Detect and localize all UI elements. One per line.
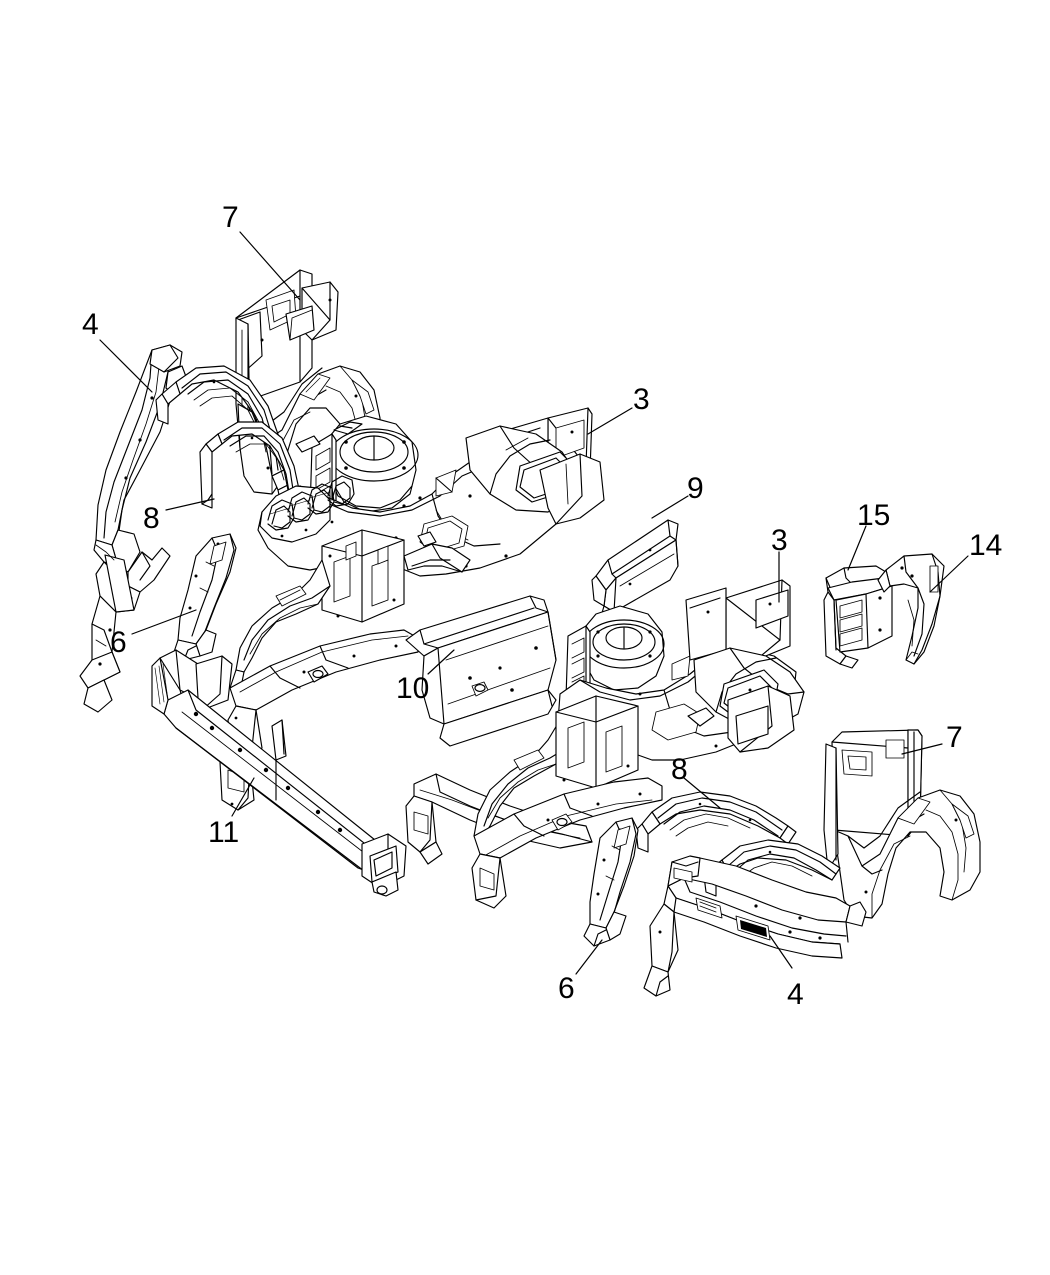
part-6-left-pillar-bracket xyxy=(173,533,237,661)
callout-4-top-left: 4 xyxy=(82,308,99,341)
callout-6-bottom: 6 xyxy=(558,972,575,1005)
callout-7-top-left: 7 xyxy=(222,201,239,234)
callout-8-bottom: 8 xyxy=(671,753,688,786)
part-7-right-wheelhouse-inner xyxy=(823,729,981,919)
callout-8-left: 8 xyxy=(143,502,160,535)
part-9-crossmember-panel xyxy=(591,519,679,625)
part-3-right-frame-assembly xyxy=(471,579,805,909)
callout-11: 11 xyxy=(208,816,240,849)
callout-7-bottom-right: 7 xyxy=(946,721,963,754)
part-4-right-apron-rail xyxy=(643,855,867,997)
part-6-right-pillar-bracket xyxy=(583,817,639,947)
part-4-left-apron-rail xyxy=(79,344,189,713)
part-15-stacked-mounting-bracket xyxy=(823,565,893,669)
callout-3-center-left: 3 xyxy=(633,383,650,416)
callout-4-bottom: 4 xyxy=(787,978,804,1011)
callout-3-right: 3 xyxy=(771,524,788,557)
callout-9: 9 xyxy=(687,472,704,505)
callout-14: 14 xyxy=(969,529,1003,562)
callout-10: 10 xyxy=(396,672,430,705)
leader-lines xyxy=(99,231,969,975)
callout-15: 15 xyxy=(857,499,891,532)
part-11-front-crossmember-beam xyxy=(151,649,407,897)
coil-springs-detail xyxy=(267,475,355,531)
callout-6-left: 6 xyxy=(110,626,127,659)
part-10-center-channel-member xyxy=(405,595,557,747)
